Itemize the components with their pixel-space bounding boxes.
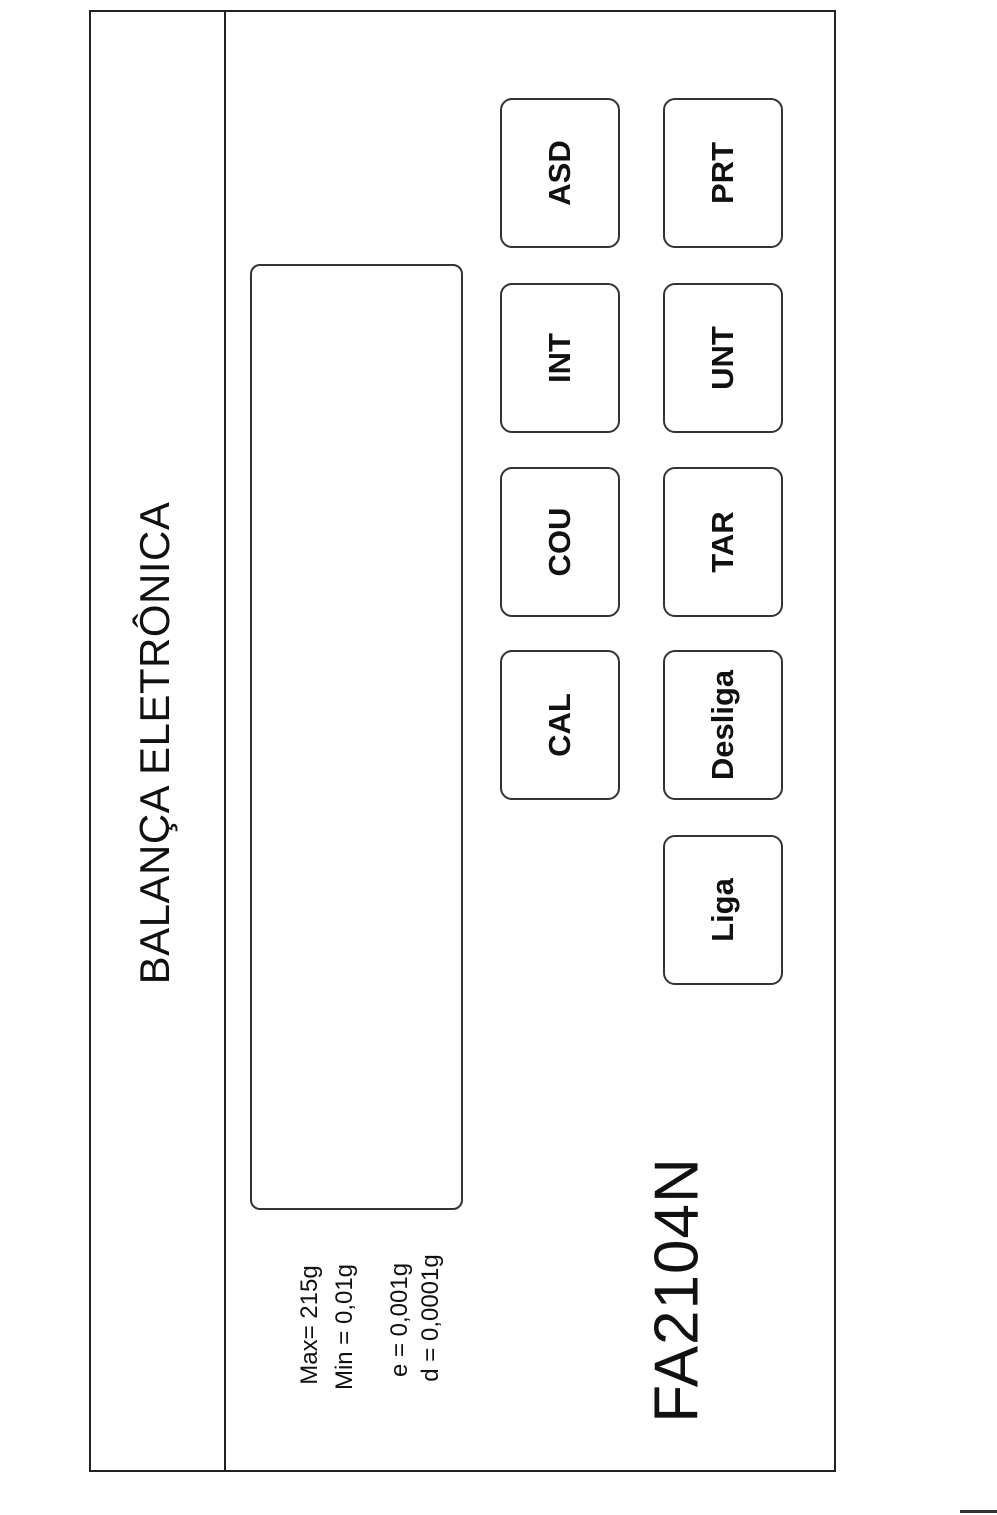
weight-display: [250, 264, 463, 1210]
int-button-label: INT: [542, 333, 577, 383]
asd-button[interactable]: ASD: [500, 98, 620, 248]
liga-button-label: Liga: [705, 878, 740, 942]
cou-button[interactable]: COU: [500, 467, 620, 617]
tar-button[interactable]: TAR: [663, 467, 783, 617]
int-button[interactable]: INT: [500, 283, 620, 433]
spec-max: Max= 215g: [296, 1265, 323, 1385]
model-number: FA2104N: [642, 1157, 712, 1423]
unt-button-label: UNT: [705, 326, 740, 390]
asd-button-label: ASD: [542, 140, 577, 206]
spec-e: e = 0,001g: [386, 1262, 413, 1378]
spec-min: Min = 0,01g: [331, 1263, 358, 1391]
cal-button-label: CAL: [542, 693, 577, 757]
prt-button-label: PRT: [705, 142, 740, 204]
prt-button[interactable]: PRT: [663, 98, 783, 248]
tar-button-label: TAR: [705, 511, 740, 573]
panel-divider: [224, 10, 226, 1472]
spec-d: d = 0,0001g: [417, 1254, 444, 1382]
unt-button[interactable]: UNT: [663, 283, 783, 433]
desliga-button[interactable]: Desliga: [663, 650, 783, 800]
panel-title: BALANÇA ELETRÔNICA: [131, 501, 178, 985]
desliga-button-label: Desliga: [705, 669, 740, 781]
cou-button-label: COU: [542, 507, 577, 577]
scan-mark: [960, 1510, 997, 1513]
cal-button[interactable]: CAL: [500, 650, 620, 800]
liga-button[interactable]: Liga: [663, 835, 783, 985]
